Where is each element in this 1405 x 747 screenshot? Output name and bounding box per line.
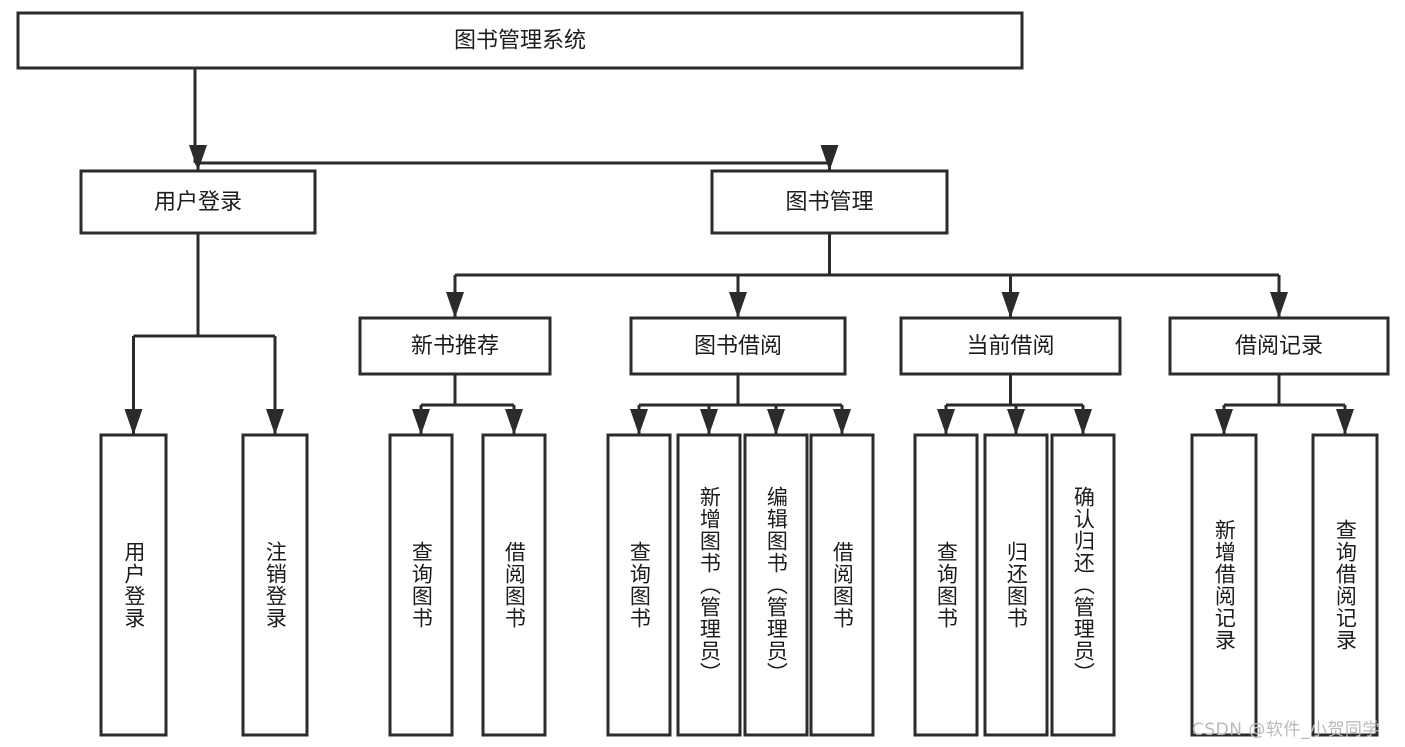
node-leaf-query-book-3[interactable]	[913, 433, 979, 737]
arrow-head	[189, 145, 207, 171]
label-leaf-edit-book: 编辑图书（管理员）	[764, 486, 789, 684]
node-leaf-edit-book[interactable]	[743, 433, 809, 737]
arrow-head	[1215, 409, 1233, 435]
arrow-head	[833, 409, 851, 435]
node-borrow-record[interactable]	[1168, 316, 1390, 376]
arrow-head	[729, 292, 747, 318]
node-user-login[interactable]	[79, 169, 317, 235]
node-leaf-confirm-return[interactable]	[1050, 433, 1116, 737]
label-borrow-record: 借阅记录	[1235, 334, 1323, 359]
node-leaf-query-record[interactable]	[1311, 433, 1379, 737]
connector-layer	[124, 68, 1354, 435]
label-leaf-query-book-3: 查询图书	[934, 541, 959, 629]
arrow-head	[1336, 409, 1354, 435]
arrow-head	[767, 409, 785, 435]
node-new-book-rec[interactable]	[358, 316, 552, 376]
label-leaf-add-record: 新增借阅记录	[1212, 519, 1237, 651]
arrow-head	[412, 409, 430, 435]
label-leaf-return-book: 归还图书	[1004, 541, 1029, 629]
arrow-head	[446, 292, 464, 318]
label-leaf-query-record: 查询借阅记录	[1333, 519, 1358, 651]
node-leaf-query-book-1[interactable]	[388, 433, 454, 737]
label-leaf-confirm-return: 确认归还（管理员）	[1071, 486, 1096, 684]
label-leaf-query-book-2: 查询图书	[627, 541, 652, 629]
label-leaf-borrow-book-1: 借阅图书	[502, 541, 527, 629]
node-book-manage[interactable]	[710, 169, 949, 235]
arrow-head	[266, 409, 284, 435]
label-leaf-borrow-book-2: 借阅图书	[830, 541, 855, 629]
node-leaf-borrow-book-1[interactable]	[481, 433, 547, 737]
node-current-borrow[interactable]	[899, 316, 1122, 376]
node-leaf-borrow-book-2[interactable]	[809, 433, 875, 737]
arrow-head	[700, 409, 718, 435]
arrow-head	[124, 409, 143, 435]
arrow-head	[1001, 292, 1020, 318]
arrow-head	[1007, 409, 1025, 435]
node-leaf-add-record[interactable]	[1190, 433, 1258, 737]
watermark-text: CSDN @软件_小贺同学	[1192, 720, 1380, 740]
arrow-head	[937, 409, 955, 435]
node-leaf-user-logout[interactable]	[241, 433, 309, 737]
node-root[interactable]	[16, 11, 1024, 70]
arrow-head	[505, 409, 523, 435]
node-leaf-user-login[interactable]	[99, 433, 168, 737]
label-root: 图书管理系统	[454, 29, 586, 54]
node-leaf-return-book[interactable]	[983, 433, 1049, 737]
arrow-head	[1270, 292, 1288, 318]
label-leaf-query-book-1: 查询图书	[409, 541, 434, 629]
node-book-borrow[interactable]	[629, 316, 847, 376]
label-book-manage: 图书管理	[785, 190, 873, 215]
label-leaf-user-login: 用户登录	[121, 541, 146, 629]
arrow-head	[630, 409, 648, 435]
label-leaf-user-logout: 注销登录	[263, 541, 288, 629]
label-new-book-rec: 新书推荐	[411, 334, 499, 359]
label-leaf-add-book: 新增图书（管理员）	[697, 486, 722, 684]
label-user-login: 用户登录	[154, 190, 242, 215]
node-box-layer	[16, 11, 1390, 737]
node-leaf-add-book[interactable]	[676, 433, 742, 737]
label-current-borrow: 当前借阅	[966, 334, 1054, 359]
arrow-head	[820, 145, 839, 171]
arrow-head	[1074, 409, 1092, 435]
label-book-borrow: 图书借阅	[694, 334, 782, 359]
node-leaf-query-book-2[interactable]	[606, 433, 672, 737]
